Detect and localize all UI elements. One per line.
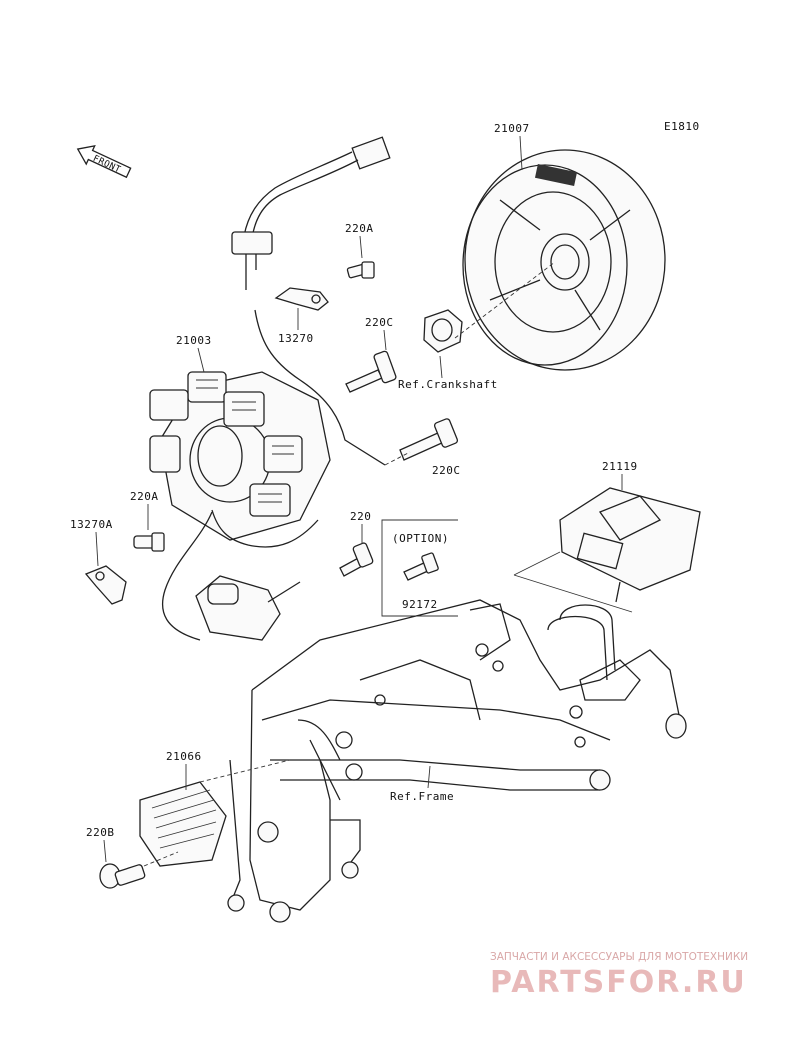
part-21007-label: 21007 (494, 122, 530, 135)
bolt-220c-upper (345, 350, 397, 393)
part-21066-label: 21066 (166, 750, 202, 763)
flywheel-rotor (462, 149, 666, 371)
watermark-brand: PARTSFOR.RU (490, 965, 747, 1000)
option-box (381, 519, 458, 617)
wire-connector (231, 136, 391, 290)
part-21003-label: 21003 (176, 334, 212, 347)
ref-frame-label: Ref.Frame (390, 790, 454, 803)
option-label: (OPTION) (392, 532, 449, 545)
frame (227, 599, 687, 923)
part-92172-label: 92172 (402, 598, 438, 611)
regulator-21066 (139, 759, 291, 867)
bolt-220c-lower (399, 418, 459, 461)
pickup-coil (161, 511, 301, 641)
watermark-tagline: ЗАПЧАСТИ И АКСЕССУАРЫ ДЛЯ МОТОТЕХНИКИ (490, 951, 748, 963)
part-21119-label: 21119 (602, 460, 638, 473)
stator-21003 (149, 371, 331, 548)
part-220-label: 220 (350, 510, 371, 523)
clamp-13270 (274, 287, 329, 311)
bolt-220a-left (133, 532, 165, 552)
part-220c-upper-label: 220C (365, 316, 394, 329)
bolt-220a-top (346, 261, 375, 279)
front-arrow-icon: FRONT (76, 145, 132, 179)
bolt-92172 (403, 552, 439, 581)
flywheel-nut (423, 309, 463, 353)
clamp-13270a (84, 565, 127, 605)
part-13270a-label: 13270A (70, 518, 113, 531)
part-220b-label: 220B (86, 826, 115, 839)
bolt-220b (99, 851, 179, 889)
bolt-220 (339, 542, 374, 577)
ref-crankshaft-label: Ref.Crankshaft (398, 378, 498, 391)
part-220a-top-label: 220A (345, 222, 374, 235)
diagram-code: E1810 (664, 120, 700, 133)
part-13270-label: 13270 (278, 332, 314, 345)
cdi-box-21119 (559, 487, 701, 603)
part-220c-lower-label: 220C (432, 464, 461, 477)
part-220a-left-label: 220A (130, 490, 159, 503)
